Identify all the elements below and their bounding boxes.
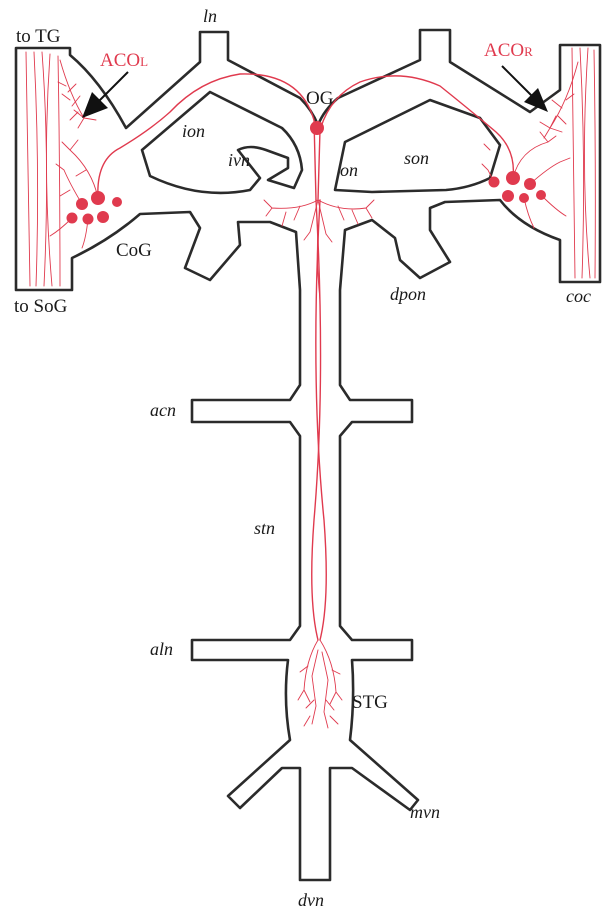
label-ivn: ivn — [228, 150, 250, 170]
stg-neuropil-arborization — [298, 640, 342, 728]
label-aln: aln — [150, 639, 173, 659]
label-mvn: mvn — [410, 802, 440, 822]
label-stn: stn — [254, 518, 275, 538]
label-son: son — [404, 148, 429, 168]
label-aco-r: ACOR — [484, 40, 533, 61]
left-aco-arrow — [82, 72, 128, 118]
label-stg: STG — [352, 692, 388, 713]
label-to-sog: to SoG — [14, 296, 68, 317]
label-aco-l: ACOL — [100, 50, 148, 71]
label-dpon: dpon — [390, 284, 426, 304]
label-dvn: dvn — [298, 890, 324, 910]
right-coc-axon-bundle — [572, 48, 595, 278]
label-to-tg: to TG — [16, 26, 61, 47]
left-cog-dendrites — [50, 140, 98, 248]
label-ln: ln — [203, 6, 217, 26]
left-cog-somata — [67, 191, 123, 225]
left-aco-axon — [98, 74, 316, 200]
left-coc-axon-bundle — [26, 52, 60, 286]
right-cog-somata — [489, 171, 547, 203]
stn-axons — [312, 200, 327, 640]
label-on: on — [340, 160, 358, 180]
label-og: OG — [306, 88, 334, 109]
neurons — [26, 48, 595, 728]
label-coc: coc — [566, 286, 591, 306]
label-ion: ion — [182, 121, 205, 141]
right-aco-arrow — [502, 66, 548, 112]
label-cog: CoG — [116, 240, 152, 261]
left-aco-terminal-tuft — [58, 60, 96, 128]
left-loop-hole-outline — [142, 92, 302, 193]
og-soma — [310, 121, 324, 135]
label-acn: acn — [150, 400, 176, 420]
